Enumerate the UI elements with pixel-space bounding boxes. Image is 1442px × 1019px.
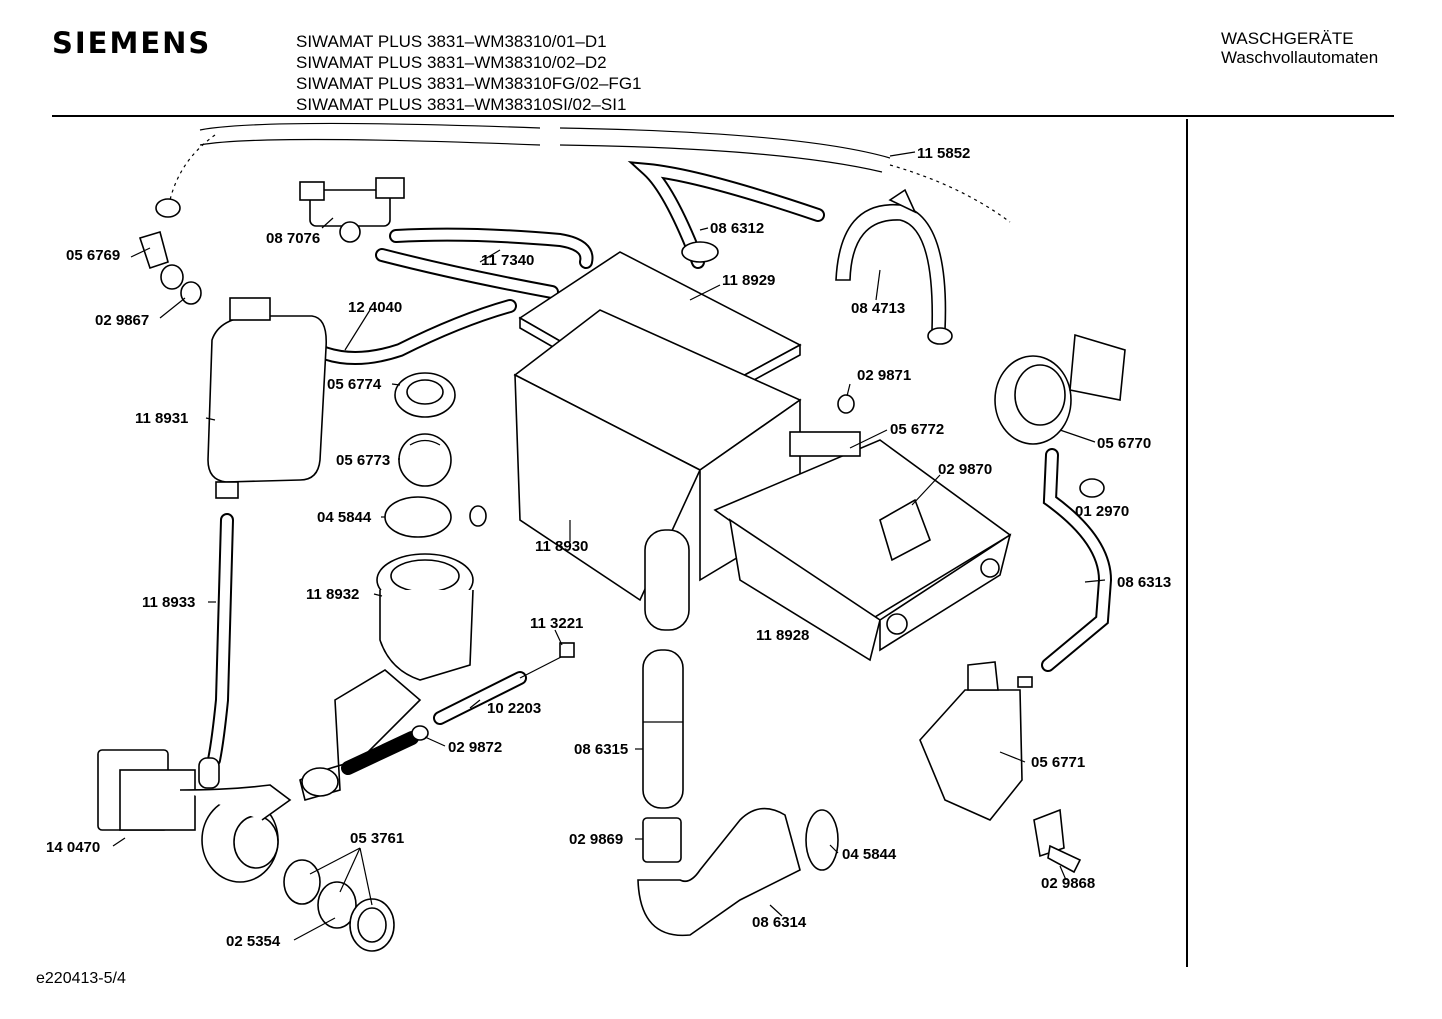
small-hoses-drawing (375, 227, 594, 299)
part-label: 02 9869 (569, 831, 623, 848)
part-label: 05 6771 (1031, 754, 1085, 771)
part-label: 11 8933 (142, 594, 195, 611)
category-subtitle: Waschvollautomaten (1221, 48, 1379, 67)
part-label: 08 7076 (266, 230, 320, 247)
model-line: SIWAMAT PLUS 3831–WM38310/02–D2 (296, 53, 607, 72)
pressure-switch-drawing (994, 333, 1126, 498)
pump-seals-drawing (283, 859, 395, 952)
drawer-drawing (713, 431, 1012, 662)
drain-hose-drawing (207, 513, 234, 767)
document-id: e220413-5/4 (36, 970, 126, 987)
pressure-hose-drawing (1041, 448, 1113, 672)
part-label: 11 8932 (306, 586, 359, 603)
bracket-drawing (835, 188, 953, 345)
part-label: 05 6769 (66, 247, 120, 264)
part-label: 05 6770 (1097, 435, 1151, 452)
part-label: 05 3761 (350, 830, 404, 847)
valve-drawing (299, 177, 405, 243)
category-title: WASCHGERÄTE (1221, 29, 1354, 48)
small-fittings-drawing (837, 394, 855, 414)
part-label: 05 6774 (327, 376, 382, 393)
seal-ball-clamp-drawing (384, 372, 487, 538)
part-label: 11 7340 (481, 252, 534, 269)
part-label: 02 5354 (226, 933, 281, 950)
elbow-and-seal-drawing (138, 230, 202, 305)
brand-logo: SIEMENS (52, 26, 212, 60)
part-label: 10 2203 (487, 700, 541, 717)
bent-hose-drawing (627, 161, 825, 269)
part-label: 02 9870 (938, 461, 992, 478)
model-line: SIWAMAT PLUS 3831–WM38310/01–D1 (296, 32, 607, 51)
part-label: 11 8929 (722, 272, 775, 289)
part-label: 08 4713 (851, 300, 905, 317)
part-label: 02 9871 (857, 367, 911, 384)
category-block: WASCHGERÄTE Waschvollautomaten (1221, 29, 1378, 67)
model-list: SIWAMAT PLUS 3831–WM38310/01–D1 SIWAMAT … (296, 31, 642, 115)
part-label: 11 8930 (535, 538, 588, 555)
part-label: 04 5844 (317, 509, 372, 526)
tap-drawing (1033, 808, 1082, 874)
chamber-drawing (207, 297, 328, 499)
leader-lines (112, 151, 1106, 941)
straight-hose-drawing (642, 649, 684, 809)
part-label: 08 6315 (574, 741, 628, 758)
part-label: 04 5844 (842, 846, 897, 863)
margin-divider (1186, 119, 1188, 967)
part-label: 08 6314 (752, 914, 807, 931)
part-label: 11 8928 (756, 627, 809, 644)
part-label: 11 8931 (135, 410, 188, 427)
part-labels: 11 5852 05 6769 02 9867 08 7076 11 7340 … (46, 145, 1171, 950)
elbow-hose-drawing (637, 807, 839, 937)
part-label: 14 0470 (46, 839, 100, 856)
part-label: 01 2970 (1075, 503, 1129, 520)
part-label: 11 3221 (530, 615, 583, 632)
part-label: 02 9867 (95, 312, 149, 329)
header-divider (52, 115, 1394, 117)
part-label: 05 6772 (890, 421, 944, 438)
vent-hose-drawing (293, 299, 517, 365)
model-line: SIWAMAT PLUS 3831–WM38310SI/02–SI1 (296, 95, 627, 114)
part-label: 05 6773 (336, 452, 390, 469)
drawer-housing-drawing (513, 309, 802, 631)
air-trap-drawing (919, 661, 1033, 821)
rod-drawing (341, 642, 575, 775)
inlet-hose-drawing (155, 122, 1011, 223)
part-label: 12 4040 (348, 299, 402, 316)
part-label: 08 6313 (1117, 574, 1171, 591)
pump-drawing (97, 749, 292, 883)
part-label: 08 6312 (710, 220, 764, 237)
model-line: SIWAMAT PLUS 3831–WM38310FG/02–FG1 (296, 74, 642, 93)
part-label: 11 5852 (917, 145, 970, 162)
sump-drawing (299, 553, 474, 801)
part-label: 02 9868 (1041, 875, 1095, 892)
part-label: 02 9872 (448, 739, 502, 756)
